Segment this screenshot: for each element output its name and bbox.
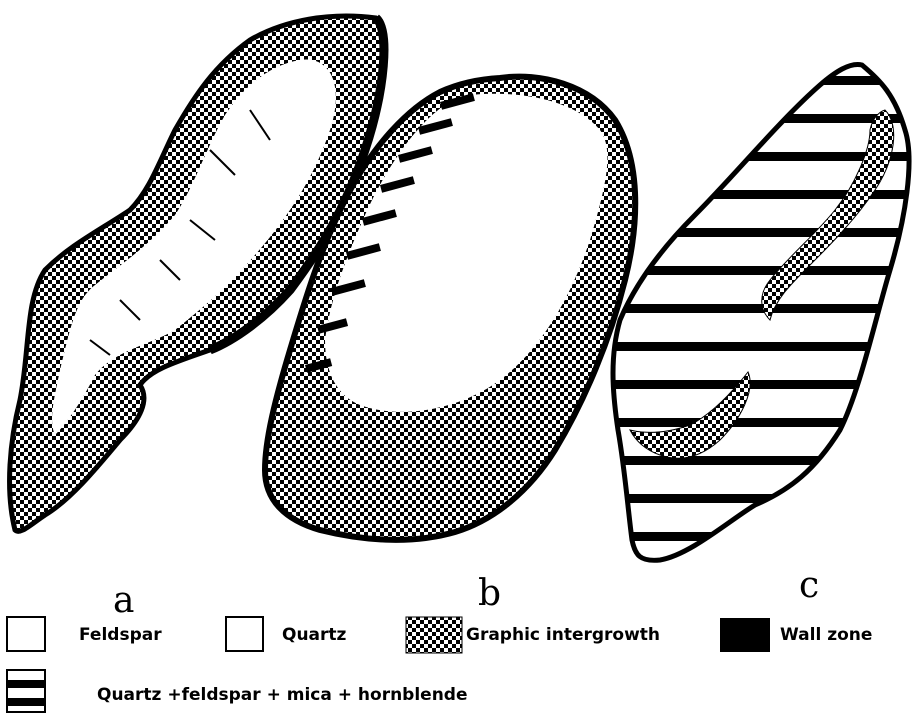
mixed-assemblage-swatch-stripe-1 (7, 680, 45, 688)
mixed-assemblage-swatch-stripe-2 (7, 698, 45, 706)
wall-zone-swatch (720, 618, 770, 652)
panel-label-a: a (113, 580, 134, 621)
legend: Feldspar Quartz Graphic intergrowth Wall… (7, 617, 872, 712)
legend-label-wall-zone: Wall zone (780, 625, 872, 645)
panel-c-section (613, 64, 909, 560)
quartz-swatch (226, 617, 263, 651)
legend-item-feldspar: Feldspar (7, 617, 162, 651)
graphic-intergrowth-swatch (406, 617, 462, 653)
legend-label-mixed-assemblage: Quartz +feldspar + mica + hornblende (97, 685, 468, 705)
legend-label-feldspar: Feldspar (79, 625, 162, 645)
legend-item-wall-zone: Wall zone (720, 618, 872, 652)
legend-label-graphic-intergrowth: Graphic intergrowth (466, 625, 660, 645)
panel-label-b: b (478, 573, 501, 614)
panel-label-c: c (799, 565, 819, 606)
feldspar-swatch (7, 617, 45, 651)
legend-label-quartz: Quartz (282, 625, 347, 645)
panel-c-specimen (613, 64, 909, 560)
legend-item-graphic-intergrowth: Graphic intergrowth (406, 617, 660, 653)
legend-item-quartz-feldspar-mica-hornblende: Quartz +feldspar + mica + hornblende (7, 670, 468, 712)
legend-item-quartz: Quartz (226, 617, 347, 651)
